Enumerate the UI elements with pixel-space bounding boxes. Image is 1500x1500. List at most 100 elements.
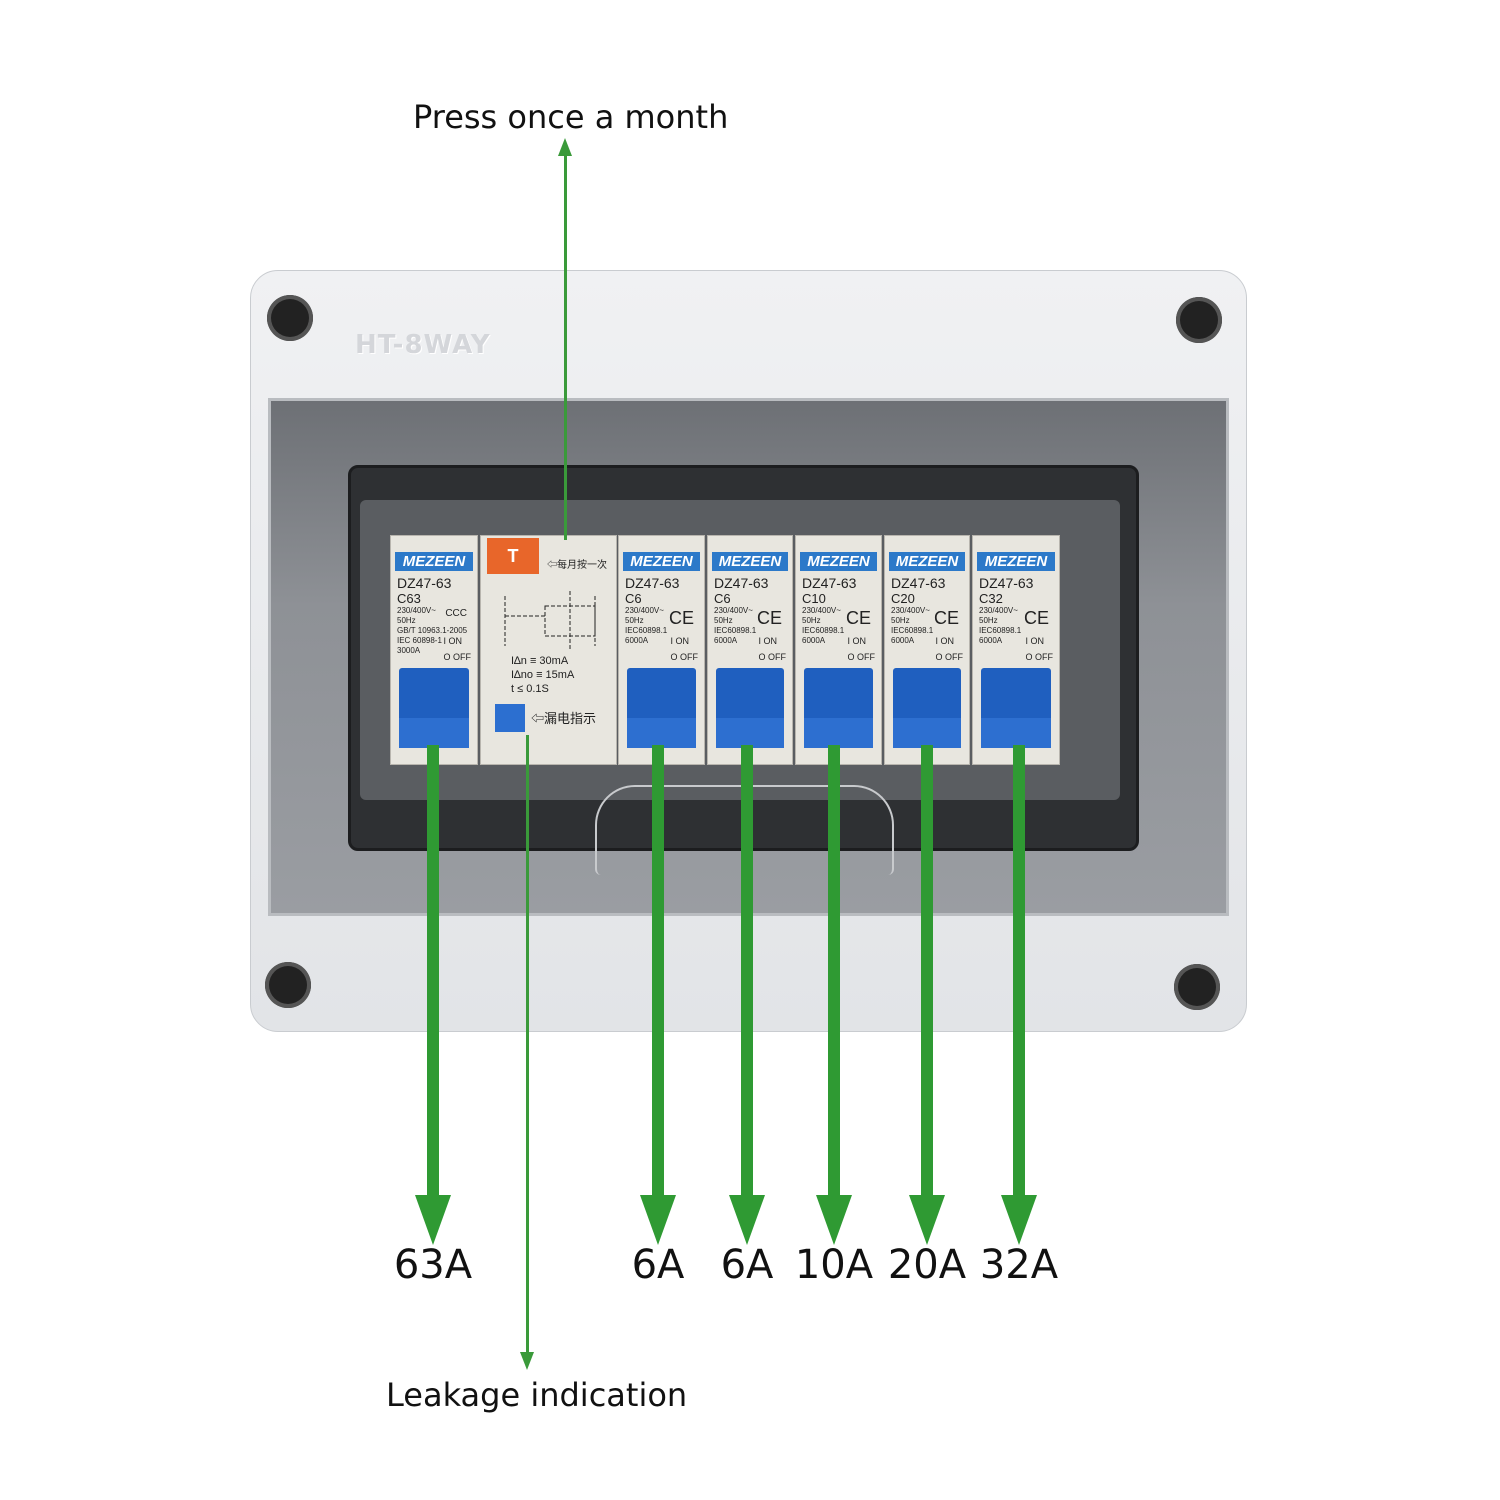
- rating-arrow-line: [652, 745, 664, 1200]
- spec-text: IEC 60898-1: [397, 636, 442, 645]
- press-once-a-month-annotation: Press once a month: [413, 98, 729, 136]
- rating-label: 10A: [794, 1242, 874, 1288]
- rcd-trip-time: t ≤ 0.1S: [511, 683, 549, 695]
- arrow-down-icon: [729, 1195, 765, 1245]
- breaker-toggle-handle[interactable]: [981, 668, 1051, 748]
- spec-text: 6000A: [802, 636, 826, 645]
- rating-label: C6: [714, 591, 731, 606]
- spec-text: 230/400V~: [802, 606, 841, 615]
- rating-label: C63: [397, 591, 421, 606]
- rating-label: C32: [979, 591, 1003, 606]
- spec-text: 6000A: [891, 636, 915, 645]
- rating-label: C20: [891, 591, 915, 606]
- arrow-down-icon: [640, 1195, 676, 1245]
- rcd-test-button[interactable]: T: [487, 538, 539, 574]
- spec-text: 50Hz: [802, 616, 821, 625]
- arrow-down-icon: [1001, 1195, 1037, 1245]
- on-off-indicator: I ON O OFF: [848, 633, 876, 665]
- certification-mark: CE: [756, 608, 782, 628]
- spec-text: GB/T 10963.1-2005: [397, 626, 468, 635]
- breaker-toggle-handle[interactable]: [893, 668, 961, 748]
- breaker-toggle-handle[interactable]: [716, 668, 784, 748]
- rating-arrow-line: [427, 745, 439, 1200]
- model-label: DZ47-63: [397, 575, 452, 591]
- on-label: I ON: [935, 636, 955, 646]
- arrow-up-icon: [558, 138, 572, 156]
- arrow-down-icon: [520, 1352, 534, 1370]
- on-off-indicator: I ON O OFF: [444, 633, 472, 665]
- screw-hole: [1174, 964, 1220, 1010]
- breaker-toggle-handle[interactable]: [399, 668, 469, 748]
- on-off-indicator: I ON O OFF: [671, 633, 699, 665]
- rating-label: 6A: [720, 1242, 774, 1288]
- spec-text: 230/400V~: [397, 606, 436, 615]
- off-label: O OFF: [847, 652, 876, 662]
- spec-text: 6000A: [979, 636, 1003, 645]
- model-label: DZ47-63: [714, 575, 769, 591]
- spec-text: 230/400V~: [714, 606, 753, 615]
- certification-mark: CE: [668, 608, 694, 628]
- spec-text: IEC60898.1: [802, 626, 845, 635]
- leakage-indication-annotation: Leakage indication: [386, 1376, 688, 1414]
- off-label: O OFF: [758, 652, 787, 662]
- breaker-toggle-handle[interactable]: [804, 668, 873, 748]
- rcd-test-note: ⇦每月按一次: [547, 560, 607, 571]
- enclosure-model-label: HT-8WAY: [355, 330, 491, 360]
- spec-text: 230/400V~: [625, 606, 664, 615]
- on-off-indicator: I ON O OFF: [1026, 633, 1054, 665]
- brand-label: MEZEEN: [889, 552, 965, 571]
- spec-text: 50Hz: [397, 616, 416, 625]
- rating-label: 6A: [631, 1242, 685, 1288]
- rating-label: 20A: [887, 1242, 967, 1288]
- certification-mark: CE: [845, 608, 871, 628]
- screw-hole: [267, 295, 313, 341]
- spec-text: IEC60898.1: [891, 626, 934, 635]
- off-label: O OFF: [443, 652, 472, 662]
- on-label: I ON: [443, 636, 463, 646]
- spec-text: 6000A: [625, 636, 649, 645]
- rating-arrow-line: [828, 745, 840, 1200]
- spec-text: IEC60898.1: [625, 626, 668, 635]
- leakage-arrow-line: [526, 735, 529, 1355]
- spec-text: 230/400V~: [979, 606, 1018, 615]
- rating-label: 32A: [979, 1242, 1059, 1288]
- rcd-no-trip-current: I∆no ≡ 15mA: [511, 669, 575, 681]
- spec-text: IEC60898.1: [714, 626, 757, 635]
- spec-text: 230/400V~: [891, 606, 930, 615]
- model-label: DZ47-63: [979, 575, 1034, 591]
- rating-label: C6: [625, 591, 642, 606]
- brand-label: MEZEEN: [712, 552, 788, 571]
- off-label: O OFF: [935, 652, 964, 662]
- screw-hole: [1176, 297, 1222, 343]
- off-label: O OFF: [1025, 652, 1054, 662]
- leakage-indicator: [495, 704, 525, 732]
- rating-arrow-line: [921, 745, 933, 1200]
- certification-mark: CE: [933, 608, 959, 628]
- on-label: I ON: [670, 636, 690, 646]
- rating-arrow-line: [1013, 745, 1025, 1200]
- off-label: O OFF: [670, 652, 699, 662]
- brand-label: MEZEEN: [623, 552, 700, 571]
- certification-mark: CE: [1023, 608, 1049, 628]
- spec-text: 6000A: [714, 636, 738, 645]
- certification-mark: CCC: [445, 608, 467, 619]
- screw-hole: [265, 962, 311, 1008]
- brand-label: MEZEEN: [395, 552, 473, 571]
- rating-label: C10: [802, 591, 826, 606]
- rating-arrow-line: [741, 745, 753, 1200]
- model-label: DZ47-63: [625, 575, 680, 591]
- arrow-down-icon: [415, 1195, 451, 1245]
- on-label: I ON: [847, 636, 867, 646]
- spec-text: 50Hz: [714, 616, 733, 625]
- model-label: DZ47-63: [891, 575, 946, 591]
- breaker-toggle-handle[interactable]: [627, 668, 696, 748]
- on-label: I ON: [1025, 636, 1045, 646]
- rcd-module: T ⇦每月按一次 I∆n ≡ 30mA I∆no ≡ 15mA t ≤ 0.1S…: [480, 535, 617, 765]
- leakage-indicator-note: ⇦漏电指示: [531, 711, 597, 726]
- rcd-circuit-diagram-icon: [504, 591, 596, 651]
